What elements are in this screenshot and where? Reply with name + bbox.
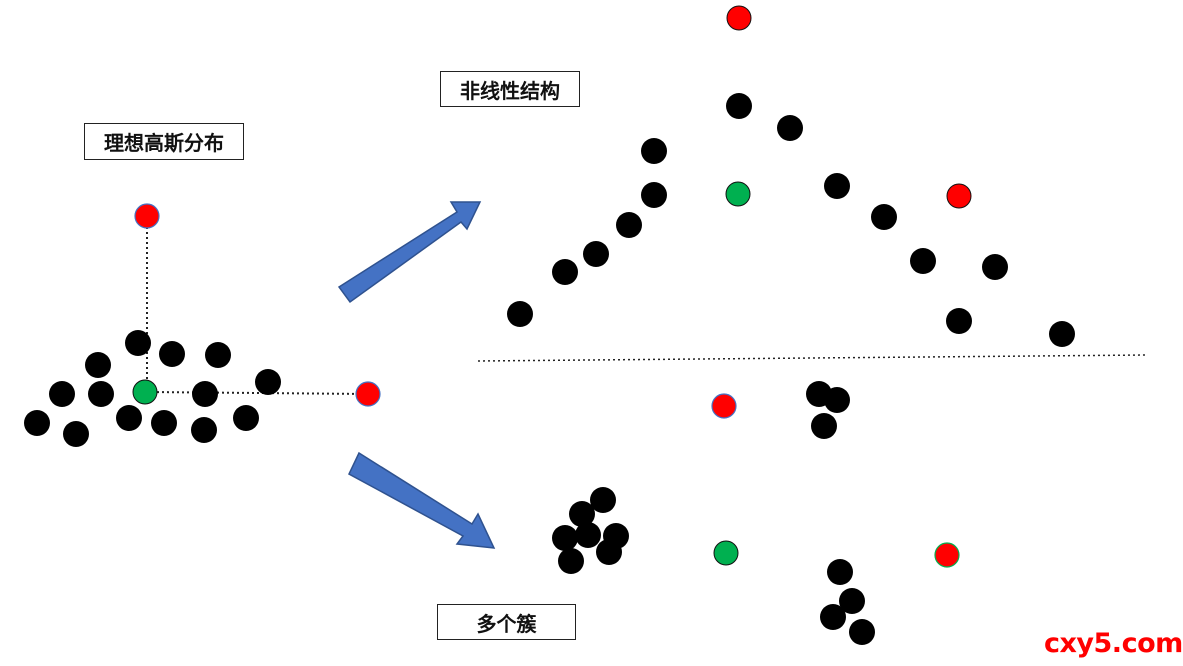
data-point — [558, 548, 584, 574]
data-point — [85, 352, 111, 378]
data-point — [616, 212, 642, 238]
data-point — [507, 301, 533, 327]
data-point — [1049, 321, 1075, 347]
arrow-down-right-icon — [348, 451, 496, 549]
extreme-point — [934, 542, 960, 568]
data-point — [946, 308, 972, 334]
center-point — [132, 379, 158, 405]
data-point — [49, 381, 75, 407]
ideal-gaussian-points — [24, 203, 381, 447]
data-point — [590, 487, 616, 513]
data-point — [982, 254, 1008, 280]
extreme-point — [355, 381, 381, 407]
data-point — [191, 417, 217, 443]
data-point — [575, 522, 601, 548]
data-point — [824, 173, 850, 199]
data-point — [255, 369, 281, 395]
data-point — [726, 93, 752, 119]
data-point — [910, 248, 936, 274]
data-point — [552, 525, 578, 551]
data-point — [811, 413, 837, 439]
center-point — [725, 181, 751, 207]
label-nonlinear-structure: 非线性结构 — [440, 71, 580, 107]
data-point — [552, 259, 578, 285]
separator-dotted-line — [477, 354, 1147, 362]
data-point — [233, 405, 259, 431]
data-point — [583, 241, 609, 267]
data-point — [569, 501, 595, 527]
label-ideal-gaussian: 理想高斯分布 — [84, 123, 244, 160]
label-multiple-clusters: 多个簇 — [437, 604, 576, 640]
data-point — [871, 204, 897, 230]
data-point — [192, 381, 218, 407]
data-point — [777, 115, 803, 141]
extreme-point — [946, 183, 972, 209]
data-point — [839, 588, 865, 614]
data-point — [849, 619, 875, 645]
data-point — [641, 182, 667, 208]
data-point — [820, 604, 846, 630]
nonlinear-points — [507, 5, 1075, 347]
extreme-point — [711, 393, 737, 419]
data-point — [24, 410, 50, 436]
center-point — [713, 540, 739, 566]
data-point — [641, 138, 667, 164]
data-point — [205, 342, 231, 368]
horizontal-distance-line — [146, 391, 369, 395]
data-point — [827, 559, 853, 585]
extreme-point — [726, 5, 752, 31]
watermark-text: cxy5.com — [1044, 628, 1183, 659]
data-point — [125, 330, 151, 356]
data-point — [159, 341, 185, 367]
data-point — [63, 421, 89, 447]
extreme-point — [134, 203, 160, 229]
data-point — [596, 539, 622, 565]
multi-cluster-points — [552, 381, 960, 645]
data-point — [116, 405, 142, 431]
data-point — [151, 410, 177, 436]
arrow-up-right-icon — [337, 201, 482, 304]
data-point — [88, 381, 114, 407]
data-point — [824, 387, 850, 413]
